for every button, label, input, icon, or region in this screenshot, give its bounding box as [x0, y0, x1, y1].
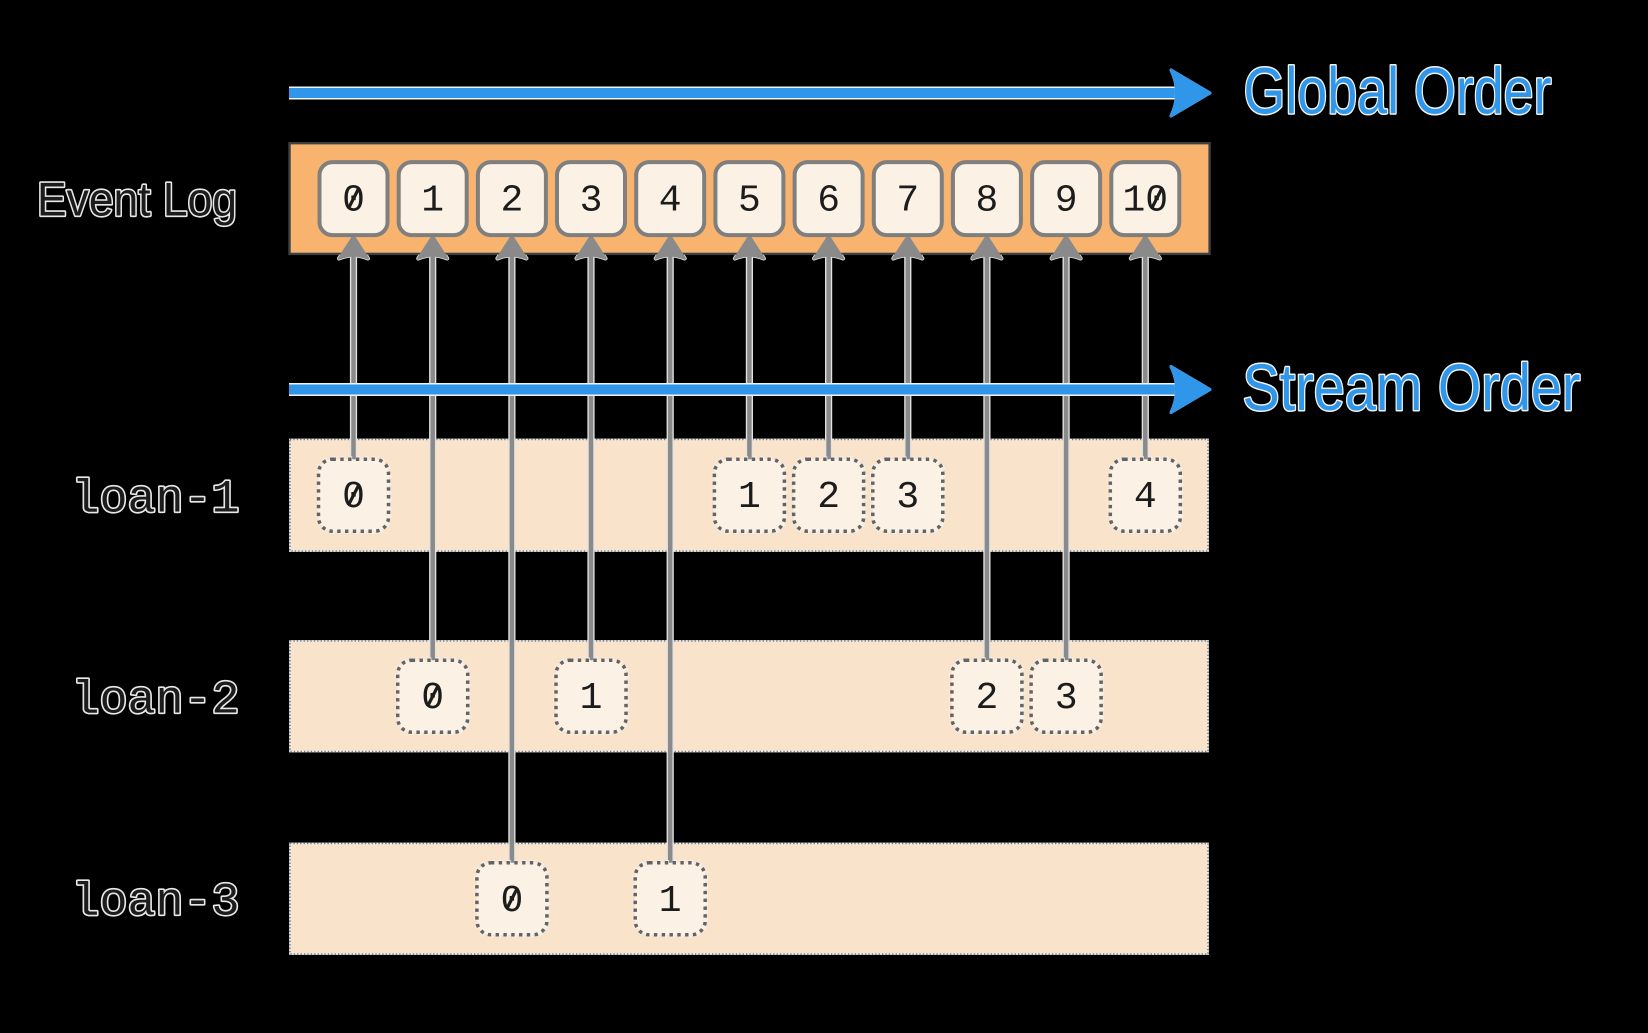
svg-text:2: 2 — [975, 677, 998, 720]
svg-text:8: 8 — [975, 180, 998, 223]
svg-text:Event Log: Event Log — [37, 173, 237, 226]
svg-text:9: 9 — [1055, 180, 1078, 223]
svg-text:loan-3: loan-3 — [72, 877, 240, 929]
svg-text:3: 3 — [580, 180, 603, 223]
svg-text:loan-2: loan-2 — [72, 675, 240, 727]
svg-text:loan-1: loan-1 — [72, 474, 240, 526]
svg-text:1: 1 — [580, 677, 603, 720]
svg-text:2: 2 — [817, 476, 840, 519]
svg-text:4: 4 — [1134, 476, 1157, 519]
svg-text:1: 1 — [421, 180, 444, 223]
svg-text:6: 6 — [817, 180, 840, 223]
svg-text:4: 4 — [659, 180, 682, 223]
svg-text:1: 1 — [738, 476, 761, 519]
svg-text:3: 3 — [896, 476, 919, 519]
svg-text:Global Order: Global Order — [1244, 54, 1552, 128]
svg-text:1: 1 — [659, 880, 682, 923]
svg-text:2: 2 — [500, 180, 523, 223]
svg-text:3: 3 — [1055, 677, 1078, 720]
svg-text:7: 7 — [896, 180, 919, 223]
svg-text:10: 10 — [1122, 180, 1168, 223]
svg-text:Stream Order: Stream Order — [1243, 350, 1581, 424]
svg-text:5: 5 — [738, 180, 761, 223]
